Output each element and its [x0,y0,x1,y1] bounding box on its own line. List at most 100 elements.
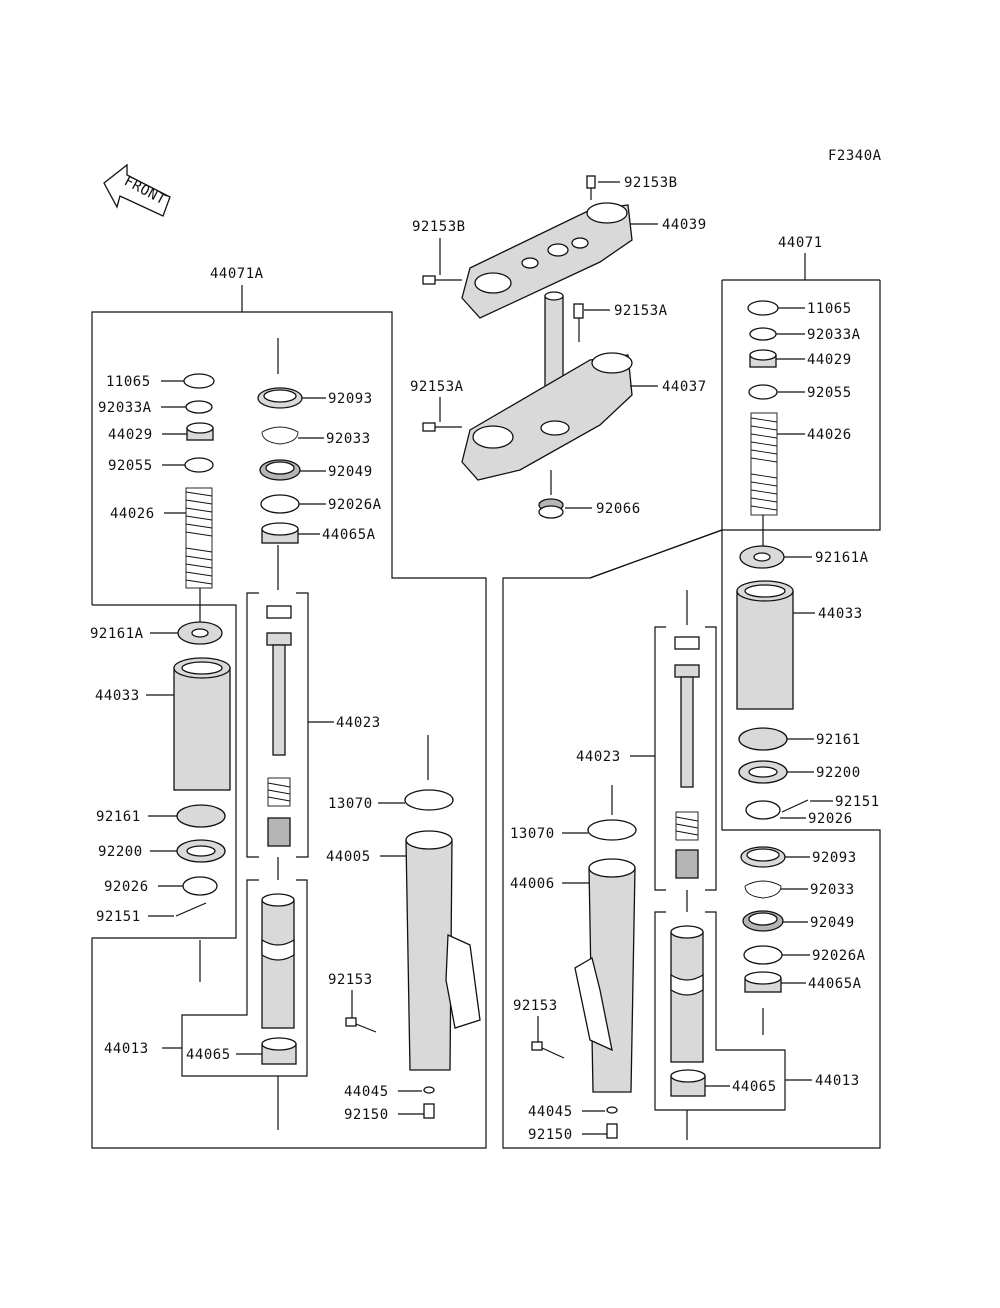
label-left-spring: 44026 [110,506,155,522]
top-bolt-92153b: 92153B [586,175,678,200]
left-drain-92150: 92150 [344,1103,435,1123]
label-right-screw: 92151 [835,794,880,810]
right-assembly-frame: 44071 [502,235,881,1149]
label-stem-nut: 92066 [596,501,641,517]
stem-nut-92066: 92066 [538,470,641,519]
label-right-cap: 11065 [807,301,852,317]
left-cylinder-44023: 44023 [246,592,380,880]
right-screw-92151: 92151 [781,794,880,813]
stem-bolt-92153a: 92153A [573,303,668,342]
left-washer-92026a: 92026A [260,494,382,514]
bolt-lower-left-92153a: 92153A [410,379,464,432]
label-right-gasket: 44045 [528,1104,573,1120]
label-left-spacer: 44033 [95,688,140,704]
left-seal-92093: 92093 [257,338,373,409]
label-left-screw: 92151 [96,909,141,925]
label-left-outer-tube: 44005 [326,849,371,865]
label-right-spacer: 44033 [818,606,863,622]
label-right-assembly: 44071 [778,235,823,251]
right-oring3-13070: 13070 [510,785,637,842]
label-right-bush: 44065A [808,976,862,992]
right-outer-tube-44006: 44006 [510,858,636,1093]
left-bush2-44065: 44065 [186,1037,297,1065]
label-left-washer2: 92161 [96,809,141,825]
label-bolt-lower-left: 92153A [410,379,464,395]
label-stem-bolt: 92153A [614,303,668,319]
label-left-inner-tube: 44013 [104,1041,149,1057]
left-spacer-44033: 44033 [95,657,231,791]
right-washer2-92161: 92161 [738,727,861,751]
right-bolt-92153: 92153 [513,998,565,1059]
right-drain-92150: 92150 [528,1123,618,1143]
right-seal-92093: 92093 [740,846,857,868]
right-clamp-92026: 92026 [745,800,853,827]
left-spring-44026: 44026 [110,487,213,589]
right-plug-44029: 44029 [749,349,851,368]
left-bush-44065a: 44065A [261,522,376,544]
label-right-spring: 44026 [807,427,852,443]
label-right-seal: 92093 [812,850,857,866]
label-upper-bracket: 44039 [662,217,707,233]
label-right-bolt: 92153 [513,998,558,1014]
right-washer-92026a: 92026A [743,945,866,965]
right-gasket-44045: 44045 [528,1104,618,1120]
label-left-plug: 44029 [108,427,153,443]
left-bolt-92153: 92153 [328,972,377,1033]
left-assembly-frame: 44071A [91,266,487,1149]
label-left-oil-seal: 92049 [328,464,373,480]
left-oil-seal-92049: 92049 [259,459,373,481]
label-bolt-top: 92153B [624,175,678,191]
steering-stem-44037: 44037 [461,291,707,481]
label-right-oring: 92033A [807,327,861,343]
right-oil-seal-92049: 92049 [742,910,855,932]
label-right-outer-tube: 44006 [510,876,555,892]
label-left-clamp: 92026 [104,879,149,895]
label-left-spacer-washer: 92161A [90,626,144,642]
left-washer2-92161: 92161 [96,804,226,828]
figure-code: F2340A [828,148,882,164]
upper-bracket-44039: 44039 [461,202,707,319]
left-inner-tube-44013: 44013 [104,879,308,1077]
left-gasket-44045: 44045 [344,1084,435,1100]
left-outer-tube-44005: 44005 [326,830,481,1071]
label-left-assembly: 44071A [210,266,264,282]
label-right-circlip: 92033 [810,882,855,898]
label-right-oring3: 13070 [510,826,555,842]
right-bush-44065a: 44065A [744,971,862,993]
label-left-seal: 92093 [328,391,373,407]
label-right-bush2: 44065 [732,1079,777,1095]
label-left-washer: 92026A [328,497,382,513]
front-arrow-icon: FRONT [103,163,171,217]
label-right-spacer-washer: 92161A [815,550,869,566]
right-cap-11065: 11065 [747,300,852,317]
label-right-washer: 92026A [812,948,866,964]
label-right-drain: 92150 [528,1127,573,1143]
left-cap-11065: 11065 [106,373,215,390]
left-plug-44029: 44029 [108,422,214,443]
label-right-cyl: 44023 [576,749,621,765]
label-left-bush2: 44065 [186,1047,231,1063]
label-right-oil-seal: 92049 [810,915,855,931]
left-plate-92200: 92200 [98,839,226,863]
label-right-clamp: 92026 [808,811,853,827]
label-left-oring: 92033A [98,400,152,416]
label-right-washer2: 92161 [816,732,861,748]
label-left-plate: 92200 [98,844,143,860]
right-bush2-44065: 44065 [670,1069,777,1097]
right-cylinder-44023: 44023 [576,590,717,912]
label-left-oring3: 13070 [328,796,373,812]
label-left-circlip: 92033 [326,431,371,447]
left-spacer-washer-92161a: 92161A [90,621,223,645]
left-oring3-13070: 13070 [328,735,454,812]
label-left-bolt: 92153 [328,972,373,988]
right-oring2-92055: 92055 [748,384,851,401]
label-lower-bracket: 44037 [662,379,707,395]
label-left-gasket: 44045 [344,1084,389,1100]
label-left-oring2: 92055 [108,458,153,474]
left-oring2-92055: 92055 [108,457,214,474]
label-left-bush: 44065A [322,527,376,543]
left-screw-92151: 92151 [96,902,207,925]
left-clamp-92026: 92026 [104,876,218,896]
bolt-upper-left-92153b: 92153B [412,219,465,285]
